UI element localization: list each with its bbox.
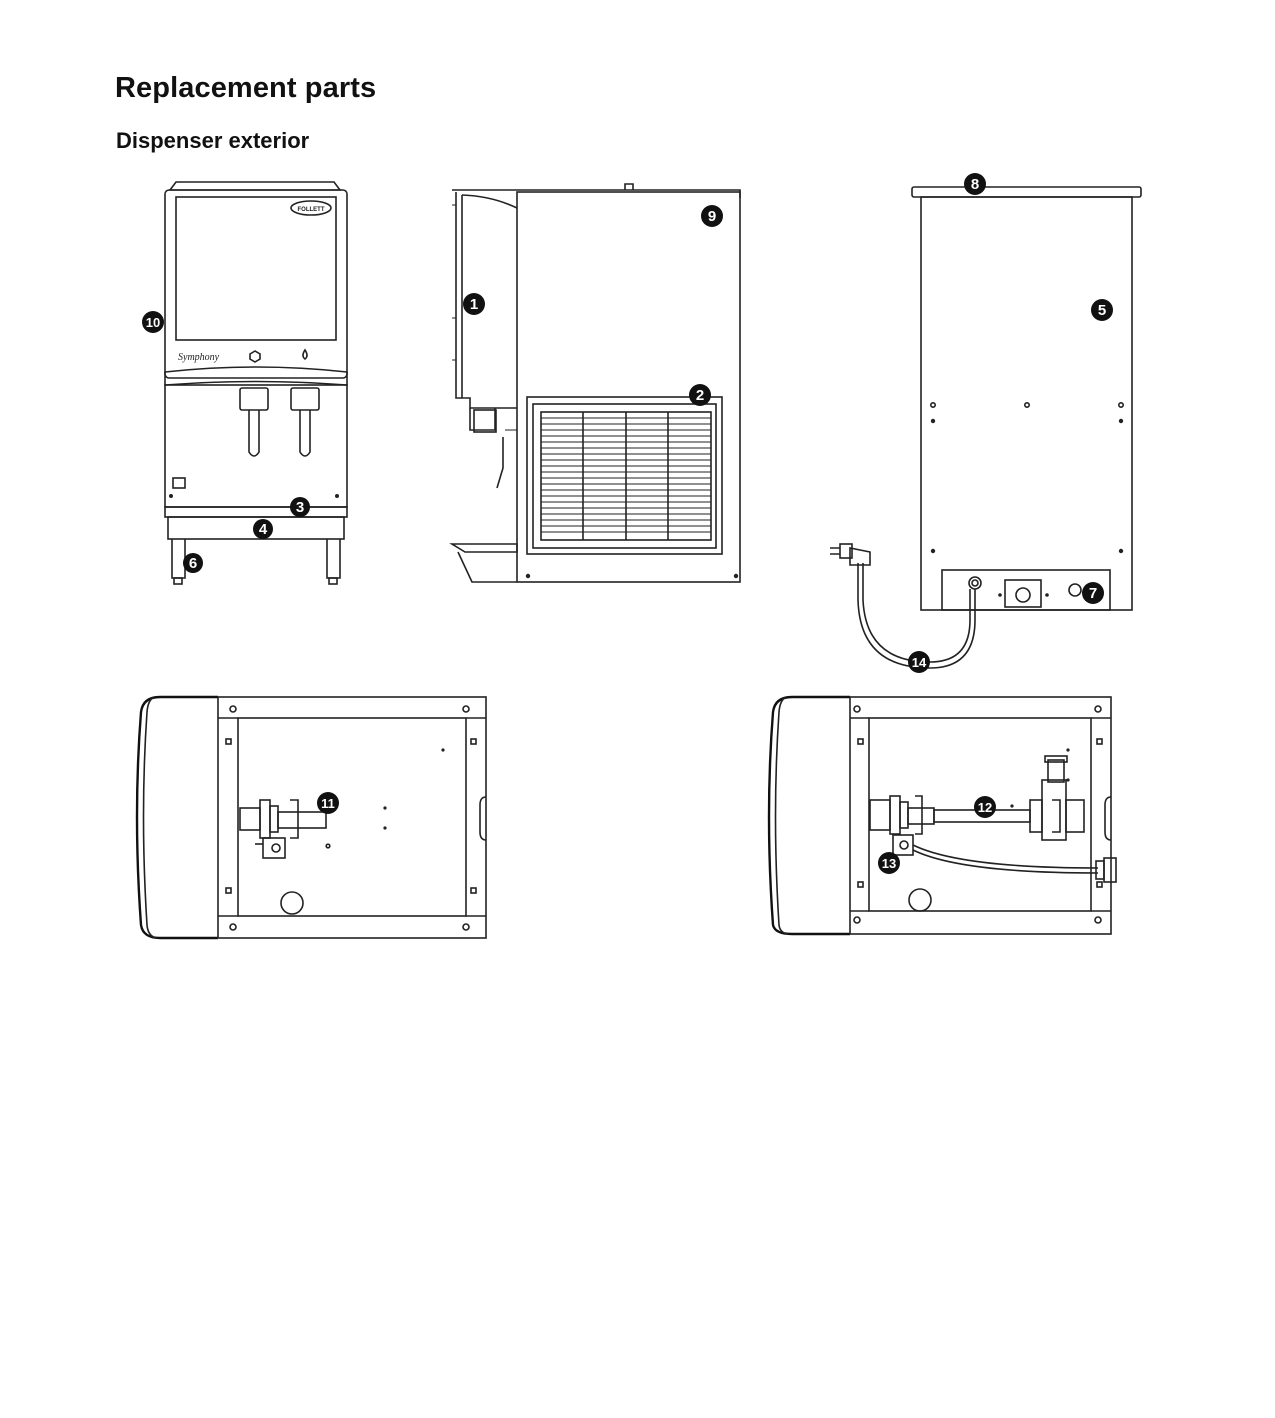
bottom-view-left xyxy=(135,695,487,940)
water-drop-icon xyxy=(302,348,308,361)
svg-text:9: 9 xyxy=(708,208,716,225)
callout-13: 13 xyxy=(878,852,900,874)
svg-text:10: 10 xyxy=(146,315,160,330)
svg-text:4: 4 xyxy=(259,521,268,538)
callout-7: 7 xyxy=(1082,582,1104,604)
svg-text:5: 5 xyxy=(1098,302,1106,319)
callout-9: 9 xyxy=(701,205,723,227)
callout-1: 1 xyxy=(463,293,485,315)
section-subtitle: Dispenser exterior xyxy=(116,128,310,153)
ice-icon xyxy=(249,350,261,363)
svg-text:11: 11 xyxy=(321,796,335,811)
svg-text:13: 13 xyxy=(882,856,896,871)
side-view xyxy=(449,183,741,583)
svg-text:8: 8 xyxy=(971,176,979,193)
svg-text:12: 12 xyxy=(978,800,992,815)
callout-5: 5 xyxy=(1091,299,1113,321)
callout-11: 11 xyxy=(317,792,339,814)
callout-8: 8 xyxy=(964,173,986,195)
panel-script-text: Symphony xyxy=(178,352,220,363)
svg-text:6: 6 xyxy=(189,555,197,572)
svg-text:2: 2 xyxy=(696,387,704,404)
svg-text:14: 14 xyxy=(912,655,927,670)
svg-text:3: 3 xyxy=(296,499,304,516)
callout-10: 10 xyxy=(142,311,164,333)
svg-text:7: 7 xyxy=(1089,585,1097,602)
brand-badge-text: FOLLETT xyxy=(298,207,325,213)
callout-2: 2 xyxy=(689,384,711,406)
svg-text:1: 1 xyxy=(470,296,478,313)
bottom-view-right xyxy=(767,695,1117,936)
callout-14: 14 xyxy=(908,651,930,673)
callout-3: 3 xyxy=(290,497,310,517)
callout-12: 12 xyxy=(974,796,996,818)
callout-6: 6 xyxy=(183,553,203,573)
page-title: Replacement parts xyxy=(115,72,377,104)
back-view xyxy=(830,186,1142,669)
callout-4: 4 xyxy=(253,519,273,539)
